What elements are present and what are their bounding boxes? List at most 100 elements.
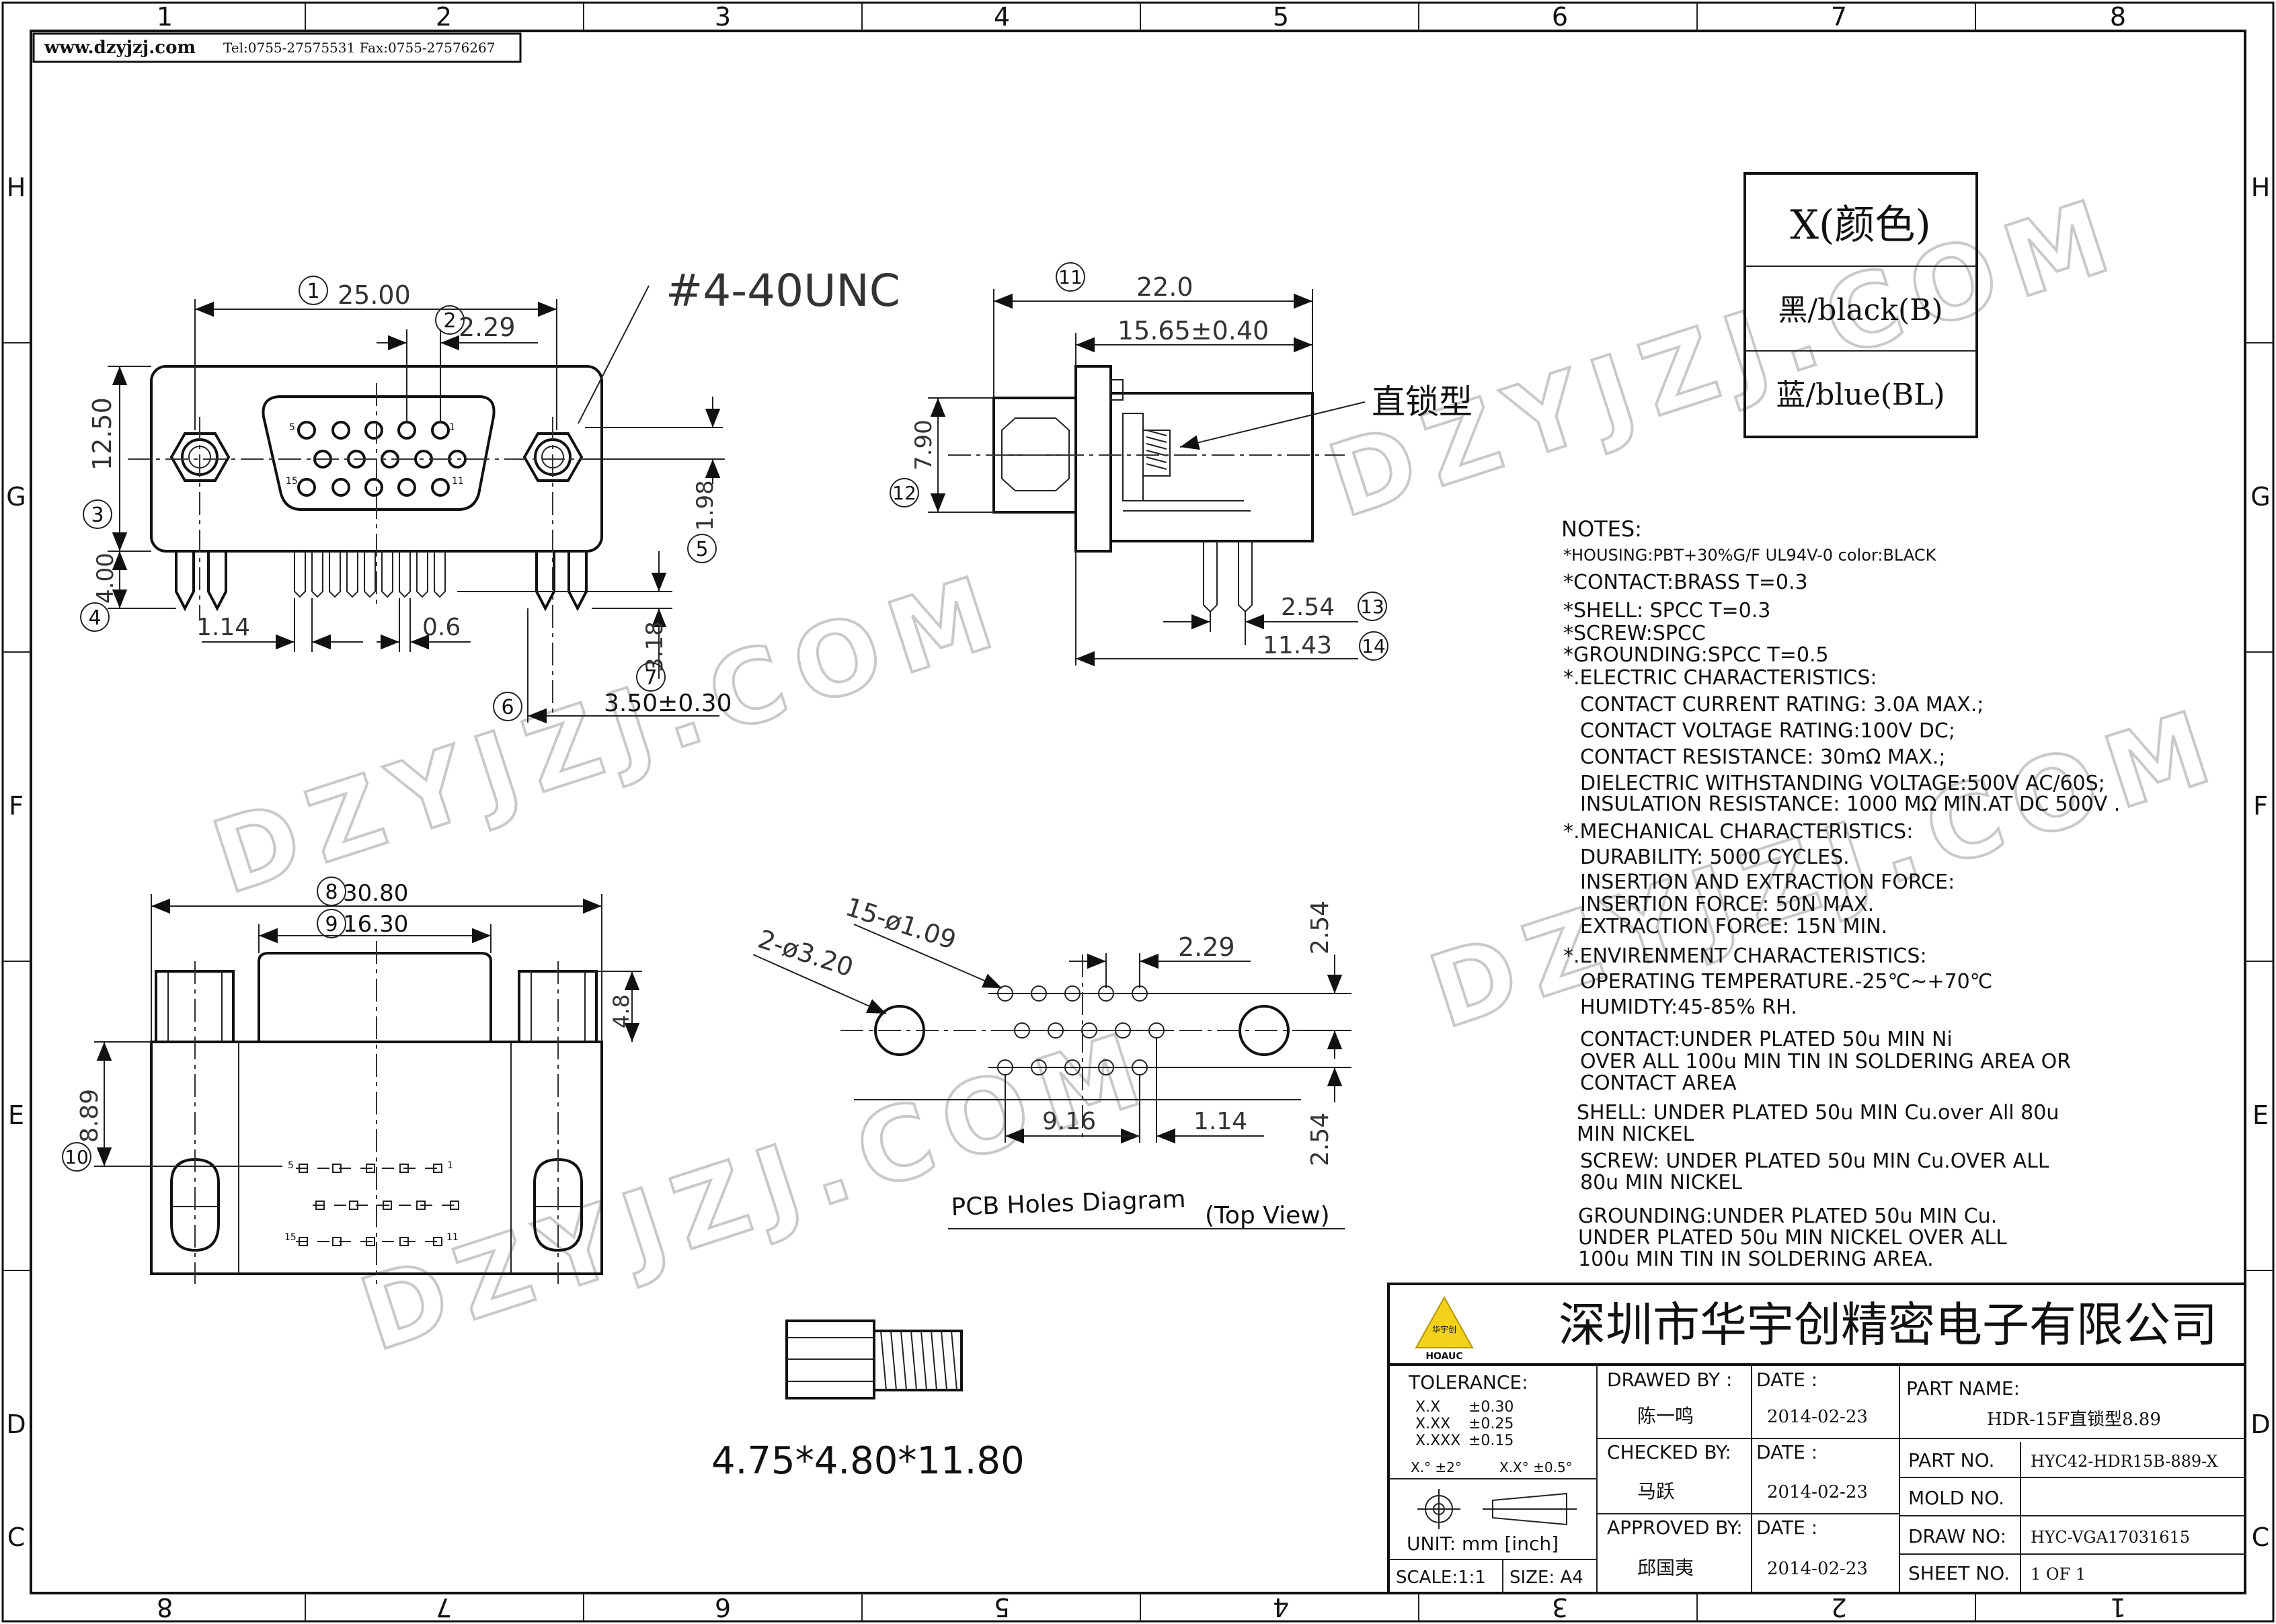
tol-val: ±0.30 <box>1468 1399 1514 1416</box>
size-label: SIZE: A4 <box>1509 1568 1583 1588</box>
dim-text: 11.43 <box>1263 632 1332 659</box>
note-line: CONTACT:UNDER PLATED 50u MIN Ni <box>1580 1028 1953 1051</box>
balloon-5: 5 <box>695 538 708 561</box>
dim-text: 1.14 <box>196 614 250 641</box>
bottom-view: 5 1 15 11 30.80 16.30 4.8 8.89 <box>76 880 642 1284</box>
balloon-4: 4 <box>88 606 101 630</box>
grid-label: C <box>7 1522 26 1552</box>
note-line: DIELECTRIC WITHSTANDING VOLTAGE:500V AC/… <box>1580 772 2105 795</box>
balloon-9: 9 <box>325 913 338 936</box>
tol-val: ±0.25 <box>1468 1416 1514 1432</box>
dim-text: 15.65±0.40 <box>1117 316 1269 346</box>
grid-labels-top: 1 2 3 4 5 6 7 8 <box>157 2 2126 32</box>
tol-angle: X.X° ±0.5° <box>1499 1459 1573 1475</box>
pcb-small-holes-label: 15-ø1.09 <box>842 892 959 955</box>
note-line: DURABILITY: 5000 CYCLES. <box>1580 846 1850 869</box>
note-line: *SHELL: SPCC T=0.3 <box>1563 599 1770 622</box>
dim-text: 1.14 <box>1193 1108 1247 1135</box>
note-line: CONTACT CURRENT RATING: 3.0A MAX.; <box>1580 693 1984 717</box>
note-line: SHELL: UNDER PLATED 50u MIN Cu.over All … <box>1577 1101 2059 1125</box>
part-name-value: HDR-15F直锁型8.89 <box>1987 1410 2161 1430</box>
dim-text: 4.00 <box>92 553 119 604</box>
grid-ticks <box>3 3 2273 1621</box>
balloon-14: 14 <box>1362 635 1386 657</box>
note-line: 80u MIN NICKEL <box>1580 1171 1742 1194</box>
pcb-big-holes-label: 2-ø3.20 <box>754 924 857 983</box>
note-line: *GROUNDING:SPCC T=0.5 <box>1563 643 1829 667</box>
date-label: DATE : <box>1756 1441 1817 1463</box>
date-label: DATE : <box>1756 1516 1817 1539</box>
balloon-7: 7 <box>644 666 657 690</box>
dim-text: 30.80 <box>343 880 408 907</box>
grid-labels-right: H G F E D C <box>2250 173 2270 1552</box>
note-line: EXTRACTION FORCE: 15N MIN. <box>1580 915 1887 938</box>
tolerance-label: TOLERANCE: <box>1408 1371 1528 1393</box>
grid-label: 1 <box>157 2 173 32</box>
grid-label: H <box>2251 173 2271 202</box>
dim-text: 7.90 <box>910 419 937 471</box>
pcb-subtitle: (Top View) <box>1205 1202 1330 1229</box>
sheet-no-value: 1 OF 1 <box>2031 1565 2086 1584</box>
grid-labels-left: H G F E D C <box>6 173 26 1552</box>
part-name-label: PART NAME: <box>1906 1377 2020 1399</box>
header-contact-box: www.dzyjzj.com Tel:0755-27575531 Fax:075… <box>32 32 522 63</box>
date-value: 2014-02-23 <box>1767 1559 1868 1579</box>
color-table-row: 蓝/blue(BL) <box>1776 378 1945 412</box>
note-line: OVER ALL 100u MIN TIN IN SOLDERING AREA … <box>1580 1050 2071 1073</box>
watermark-text: DZYJZJ.COM <box>200 551 1020 917</box>
drawn-by-value: 陈一鸣 <box>1637 1405 1694 1427</box>
title-block: 华宇创 HOAUC 深圳市华宇创精密电子有限公司 TOLERANCE: X.X … <box>1387 1283 2246 1594</box>
thread-callout: #4-40UNC <box>666 265 900 317</box>
grid-label: 5 <box>994 1592 1010 1622</box>
grid-label: 7 <box>436 1592 452 1622</box>
balloon-10: 10 <box>65 1146 89 1168</box>
note-line: *HOUSING:PBT+30%G/F UL94V-0 color:BLACK <box>1563 546 1937 565</box>
tol-angle: X.° ±2° <box>1411 1459 1462 1475</box>
date-value: 2014-02-23 <box>1767 1407 1868 1427</box>
color-table-row: 黑/black(B) <box>1778 293 1943 327</box>
sheet-no-label: SHEET NO. <box>1908 1562 2010 1584</box>
grid-label: 3 <box>715 2 731 32</box>
pin-label: 1 <box>447 1160 453 1171</box>
dim-text: 0.6 <box>422 614 461 641</box>
drawn-by-label: DRAWED BY : <box>1607 1369 1732 1391</box>
watermark-text: DZYJZJ.COM <box>1316 175 2136 540</box>
grid-label: D <box>6 1410 26 1439</box>
pin-label: 1 <box>449 422 455 433</box>
grid-label: 2 <box>1831 1592 1847 1622</box>
note-line: INSERTION AND EXTRACTION FORCE: <box>1580 870 1955 894</box>
note-line: UNDER PLATED 50u MIN NICKEL OVER ALL <box>1578 1226 2007 1250</box>
note-line: INSERTION FORCE: 50N MAX. <box>1580 893 1874 916</box>
grid-label: E <box>2252 1100 2269 1130</box>
pin-label: 11 <box>452 476 464 487</box>
note-line: CONTACT AREA <box>1580 1071 1737 1095</box>
grid-label: F <box>2253 791 2268 821</box>
dim-text: 2.29 <box>1178 932 1235 962</box>
note-line: INSULATION RESISTANCE: 1000 MΩ MIN.AT DC… <box>1580 793 2120 816</box>
front-view: 5 1 15 11 25.00 <box>87 265 900 724</box>
color-table-header: X(颜色) <box>1790 202 1931 249</box>
note-line: 100u MIN TIN IN SOLDERING AREA. <box>1578 1248 1934 1271</box>
bottom-pins <box>296 1164 461 1246</box>
hex-nut-right <box>522 432 584 482</box>
balloons: 1 2 3 4 5 6 7 8 9 10 11 12 13 14 <box>62 262 1388 1172</box>
tol-val: ±0.15 <box>1468 1432 1514 1449</box>
dim-text: 8.89 <box>76 1089 104 1143</box>
notes-block: NOTES: *HOUSING:PBT+30%G/F UL94V-0 color… <box>1561 516 2120 1271</box>
balloon-12: 12 <box>892 482 916 504</box>
balloon-3: 3 <box>91 503 104 527</box>
approved-by-label: APPROVED BY: <box>1607 1516 1743 1539</box>
checked-by-label: CHECKED BY: <box>1607 1441 1731 1463</box>
note-line: HUMIDTY:45-85% RH. <box>1580 996 1797 1019</box>
standoff-screw: 4.75*4.80*11.80 <box>711 1320 1025 1483</box>
grid-label: G <box>2250 482 2270 512</box>
pcb-title: PCB Holes Diagram <box>951 1186 1186 1221</box>
note-line: *.ELECTRIC CHARACTERISTICS: <box>1563 666 1877 690</box>
projection-symbol-icon <box>1417 1489 1577 1529</box>
grid-label: 5 <box>1273 2 1289 32</box>
lock-type-label: 直锁型 <box>1372 382 1473 421</box>
dim-text: 1.98 <box>692 480 719 531</box>
dim-text: 2.54 <box>1306 1112 1334 1166</box>
d-shell-outline <box>262 395 496 511</box>
